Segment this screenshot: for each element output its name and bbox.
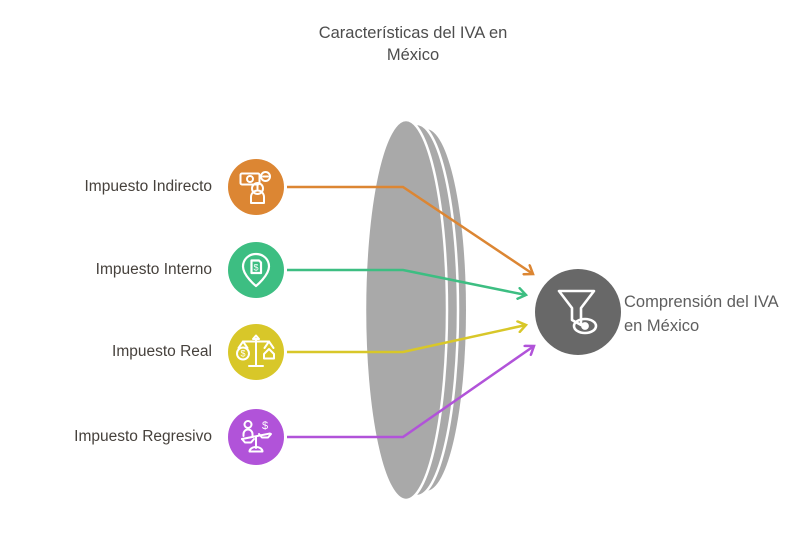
diagram-title: Características del IVA en México — [318, 24, 508, 64]
dollar-glyph: $ — [253, 263, 258, 273]
dollar-glyph: $ — [240, 349, 245, 359]
icon-glyph — [557, 289, 598, 335]
location-pin-receipt-icon: $ — [228, 242, 284, 298]
arrow-impuesto-interno — [287, 268, 526, 295]
icon-glyph — [236, 334, 275, 367]
lens-shape — [363, 118, 466, 502]
connector-arrows — [287, 185, 534, 439]
balance-scale-person-icon: $ — [228, 409, 284, 465]
label-impuesto-indirecto: Impuesto Indirecto — [84, 178, 212, 195]
arrow-impuesto-regresivo — [287, 346, 534, 439]
icon-circle — [228, 242, 284, 298]
money-person-icon — [228, 159, 284, 215]
label-comprension-del-iva: Comprensión del IVA en México — [624, 293, 778, 335]
dollar-glyph: $ — [262, 420, 268, 432]
balance-scale-house-icon: $ — [228, 324, 284, 380]
funnel-eye-icon — [535, 269, 621, 355]
label-impuesto-real: Impuesto Real — [112, 343, 212, 360]
icon-glyph — [241, 420, 272, 453]
result-circle — [535, 269, 621, 355]
label-impuesto-interno: Impuesto Interno — [95, 261, 212, 278]
arrow-impuesto-real — [287, 325, 526, 354]
icon-circle — [228, 159, 284, 215]
arrow-impuesto-indirecto — [287, 185, 533, 274]
icon-glyph — [241, 252, 271, 288]
label-impuesto-regresivo: Impuesto Regresivo — [74, 428, 212, 445]
icon-glyph — [239, 171, 271, 204]
lens-front-disc — [363, 118, 449, 502]
